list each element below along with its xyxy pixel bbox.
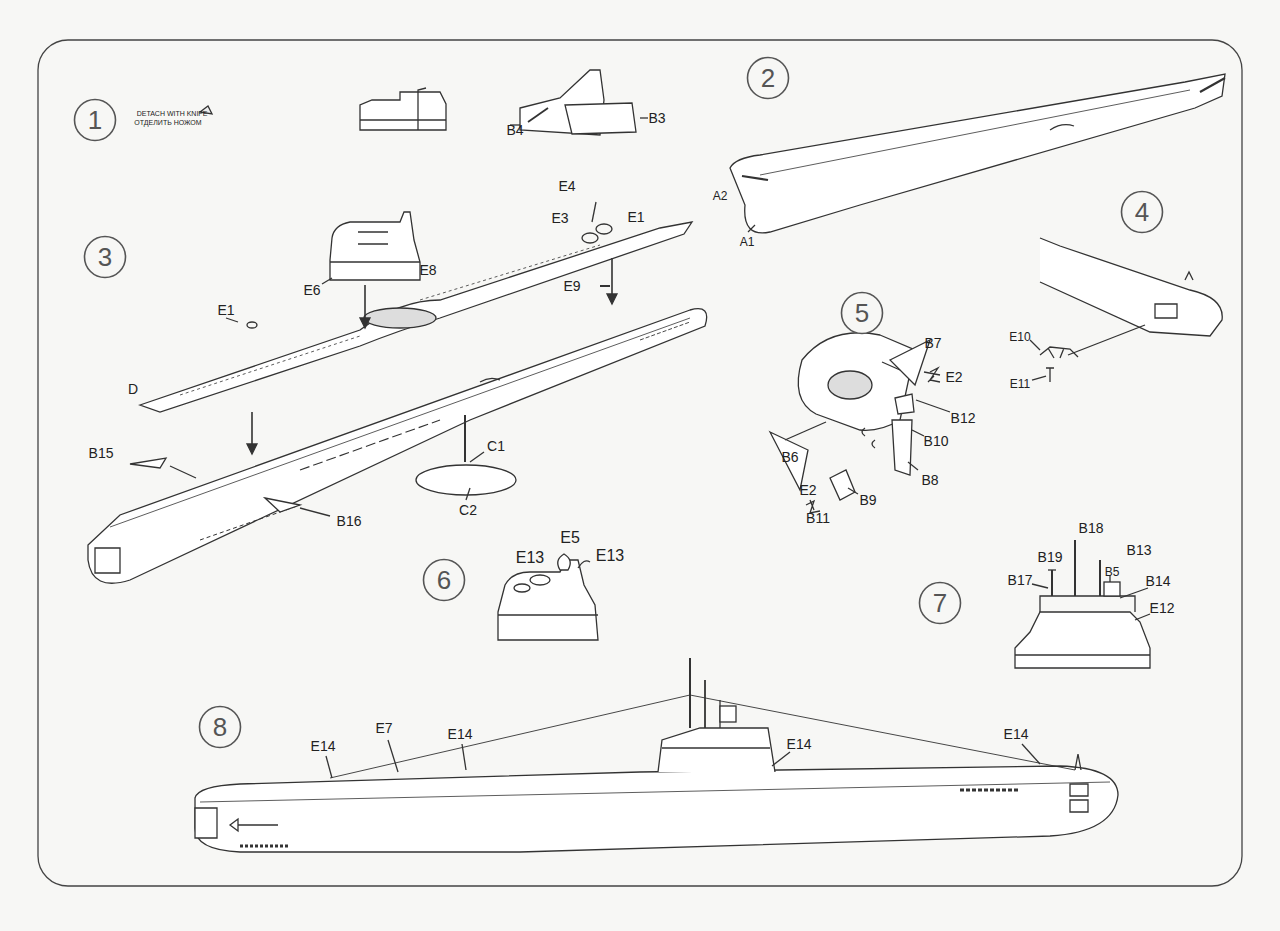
part-label: E13 bbox=[516, 550, 544, 566]
part-label: C1 bbox=[487, 439, 505, 453]
part-label: E5 bbox=[560, 530, 580, 546]
part-label: E8 bbox=[419, 263, 436, 277]
part-label: E9 bbox=[563, 279, 580, 293]
part-label: E1 bbox=[627, 210, 644, 224]
part-label: E4 bbox=[558, 179, 575, 193]
step-number: 4 bbox=[1120, 190, 1164, 234]
part-label: B7 bbox=[924, 336, 941, 350]
step-number: 6 bbox=[422, 558, 466, 602]
step-number: 3 bbox=[83, 235, 127, 279]
part-label: D bbox=[128, 382, 138, 396]
part-label: C2 bbox=[459, 503, 477, 517]
part-label: E2 bbox=[799, 483, 816, 497]
part-label: B6 bbox=[781, 450, 798, 464]
part-label: E11 bbox=[1010, 378, 1030, 390]
part-label: E3 bbox=[551, 211, 568, 225]
step-number: 7 bbox=[918, 581, 962, 625]
part-label: B8 bbox=[921, 473, 938, 487]
part-label: E1 bbox=[217, 303, 234, 317]
part-label: B13 bbox=[1127, 543, 1152, 557]
step-number: 2 bbox=[746, 56, 790, 100]
part-label: B18 bbox=[1079, 521, 1104, 535]
part-label: A2 bbox=[713, 190, 728, 202]
part-label: E13 bbox=[596, 548, 624, 564]
step-circle: 7 bbox=[918, 581, 962, 625]
part-label: E12 bbox=[1150, 601, 1175, 615]
part-label: E2 bbox=[945, 370, 962, 384]
note-text: ОТДЕЛИТЬ НОЖОМ bbox=[134, 119, 201, 126]
part-label: E14 bbox=[787, 737, 812, 751]
part-label: E7 bbox=[375, 721, 392, 735]
part-label: E14 bbox=[311, 739, 336, 753]
step-circle: 1 bbox=[73, 98, 117, 142]
part-label: B16 bbox=[337, 514, 362, 528]
part-label: A1 bbox=[740, 236, 755, 248]
part-label: B3 bbox=[648, 111, 665, 125]
part-label: E14 bbox=[1004, 727, 1029, 741]
part-label: B11 bbox=[806, 511, 830, 525]
part-label: B10 bbox=[924, 434, 949, 448]
step-circle: 5 bbox=[840, 291, 884, 335]
step-number: 5 bbox=[840, 291, 884, 335]
step-circle: 4 bbox=[1120, 190, 1164, 234]
part-label: E6 bbox=[303, 283, 320, 297]
part-label: B14 bbox=[1146, 574, 1171, 588]
part-label: E10 bbox=[1009, 331, 1030, 343]
part-label: B9 bbox=[859, 493, 876, 507]
step-circle: 6 bbox=[422, 558, 466, 602]
step-circle: 2 bbox=[746, 56, 790, 100]
part-label: B17 bbox=[1008, 573, 1033, 587]
part-label: B5 bbox=[1105, 566, 1120, 578]
part-label: B19 bbox=[1038, 550, 1063, 564]
note-text: DETACH WITH KNIFE bbox=[137, 110, 208, 117]
part-label: E14 bbox=[448, 727, 473, 741]
step-number: 8 bbox=[198, 705, 242, 749]
part-label: B12 bbox=[951, 411, 976, 425]
step-circle: 8 bbox=[198, 705, 242, 749]
part-label: B15 bbox=[89, 446, 114, 460]
step-circle: 3 bbox=[83, 235, 127, 279]
part-label: B4 bbox=[506, 123, 523, 137]
step-number: 1 bbox=[73, 98, 117, 142]
